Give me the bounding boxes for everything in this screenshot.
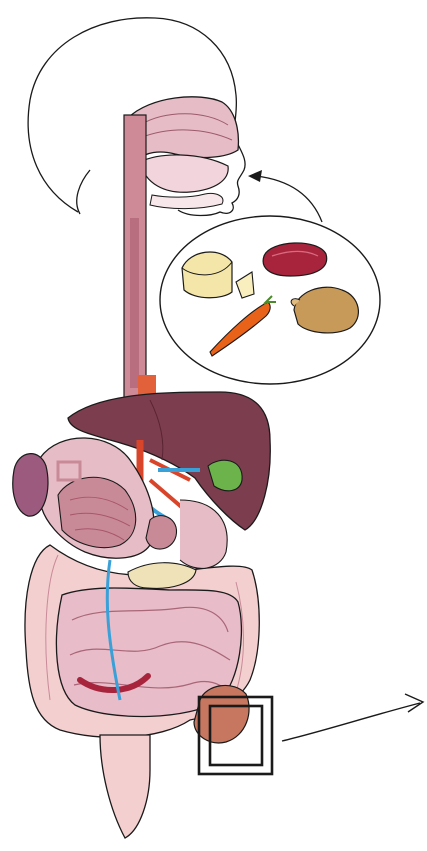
duodenum xyxy=(146,500,227,568)
steak-icon xyxy=(263,243,327,276)
tongue-icon xyxy=(140,155,228,192)
rectum xyxy=(100,735,150,838)
spleen xyxy=(13,454,48,516)
food-to-mouth-arrow-icon xyxy=(248,170,322,222)
zoom-out-arrow-icon xyxy=(282,694,423,741)
